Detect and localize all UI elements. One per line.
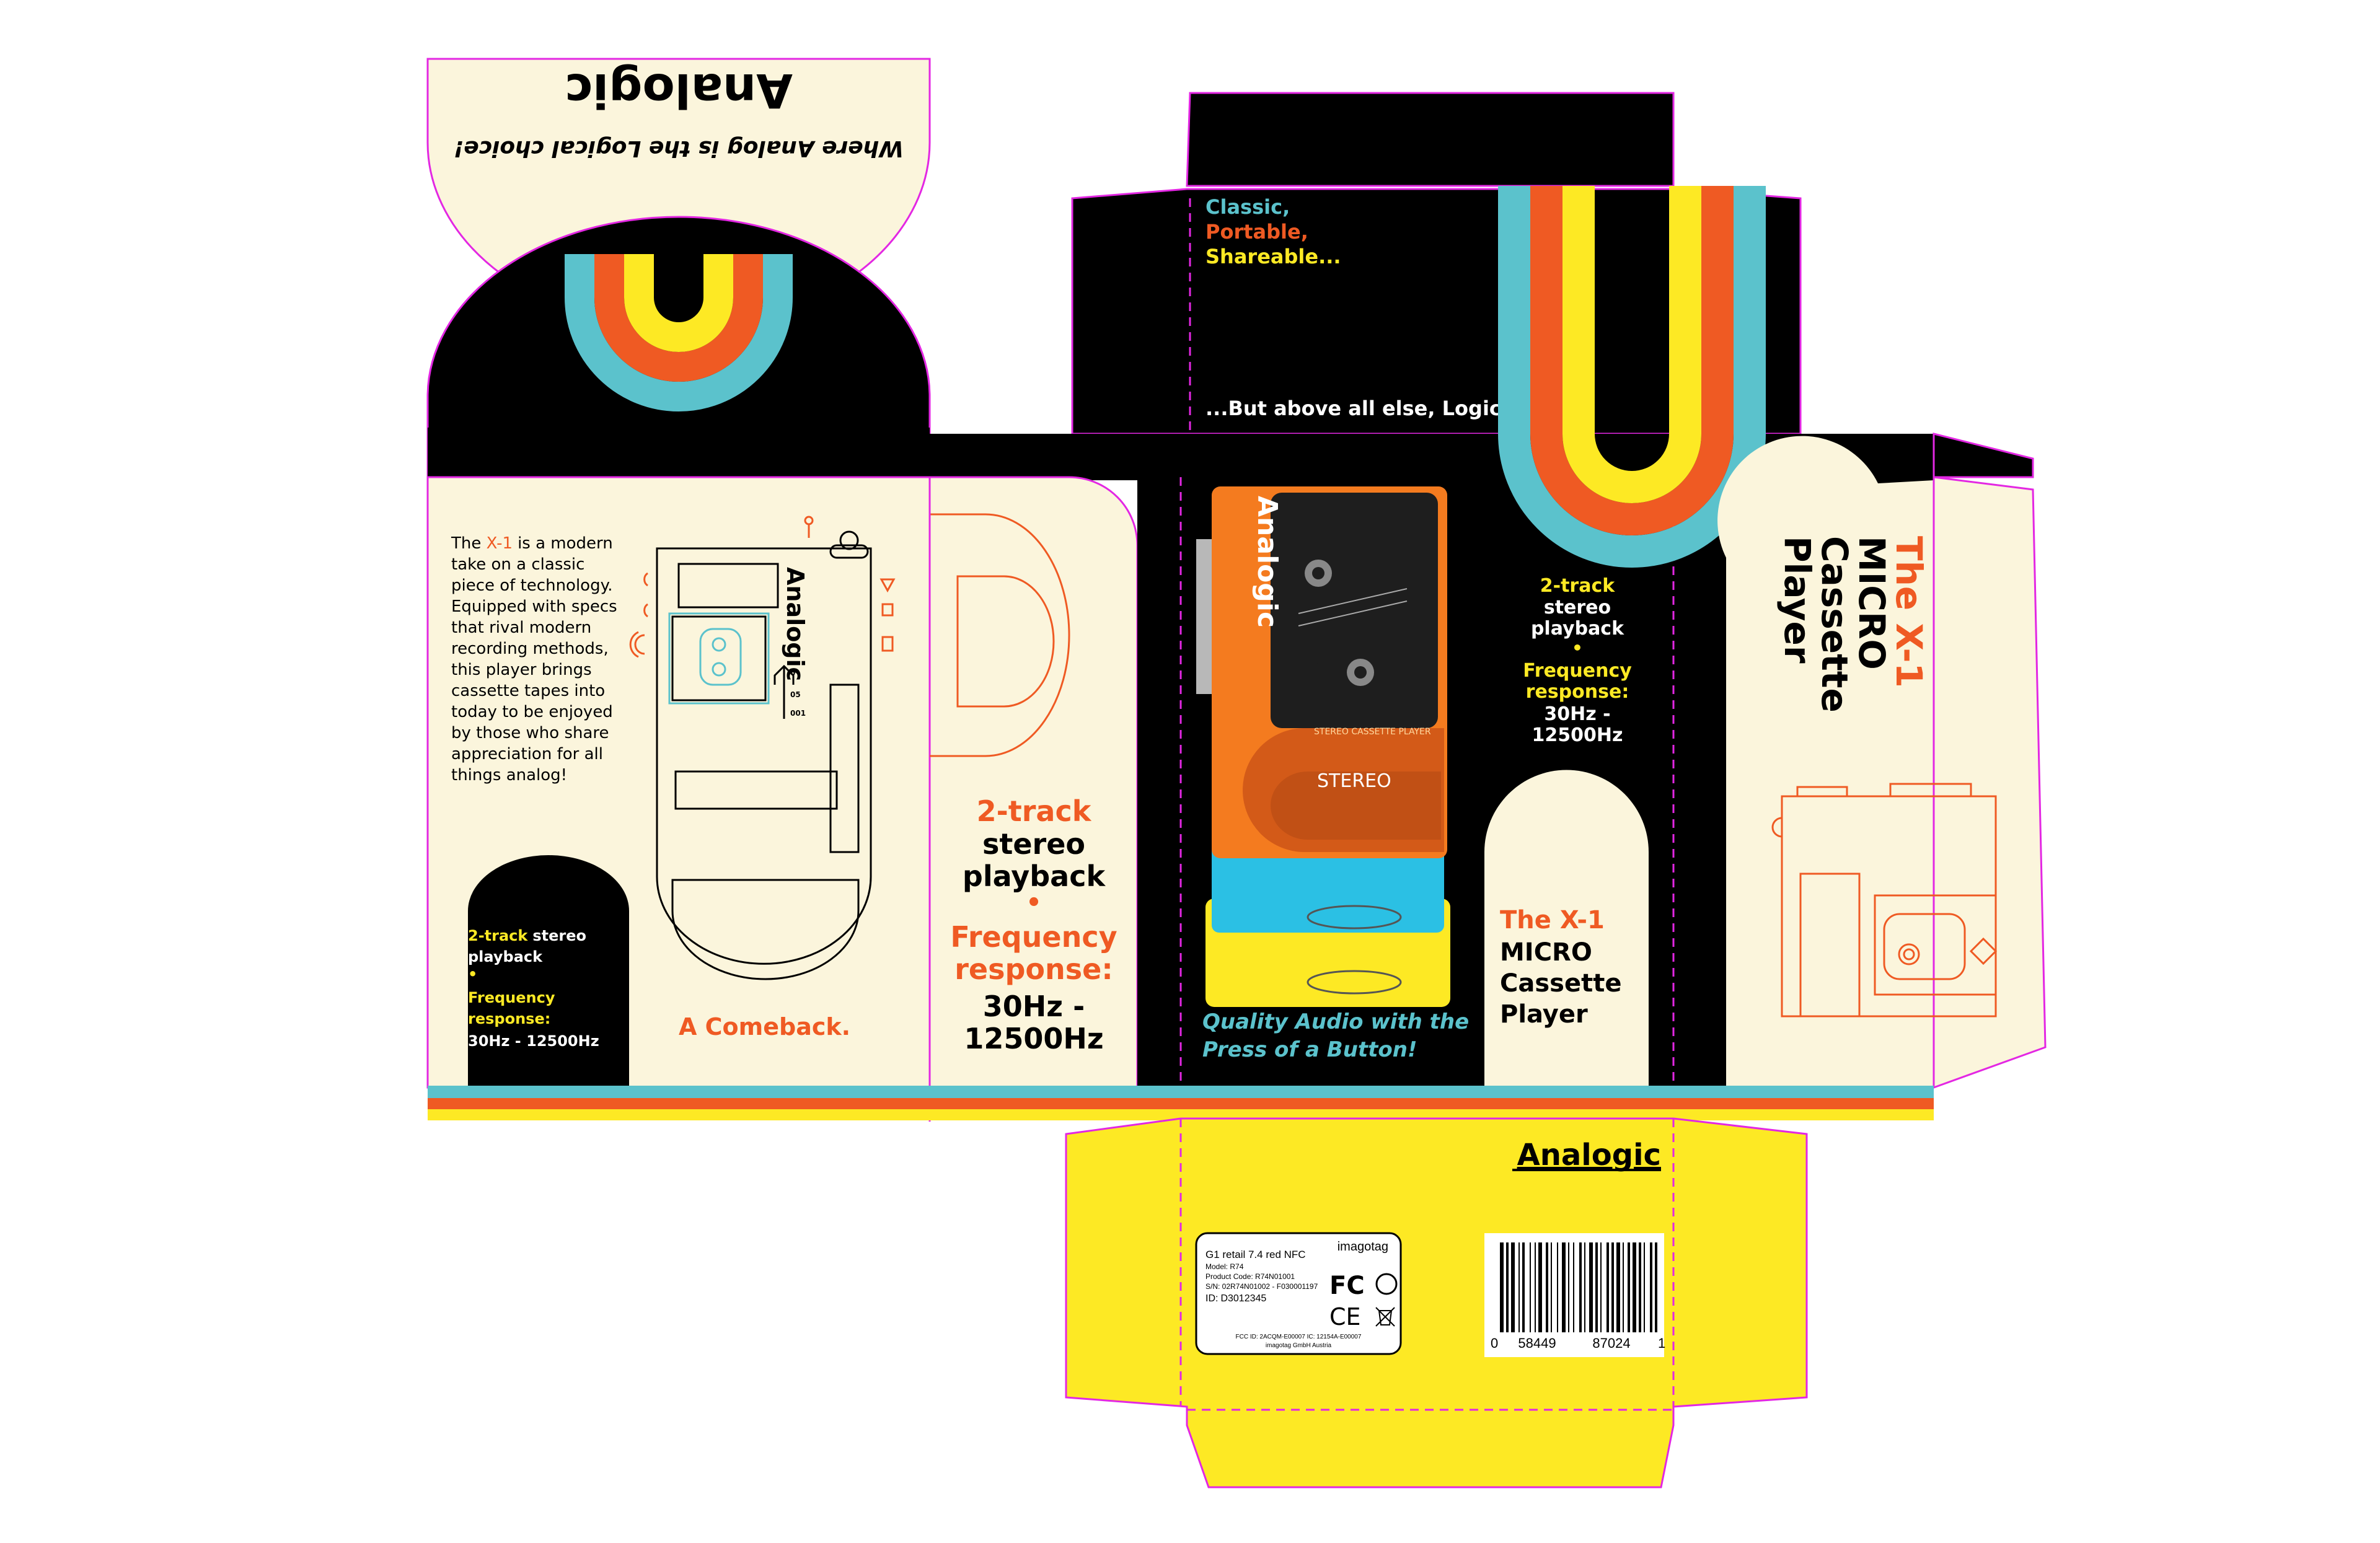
front-side-frequency: Frequency [1523,660,1632,682]
label-sn: S/N: 02R74N01002 - F030001197 [1205,1282,1318,1291]
product-small-text: STEREO CASSETTE PLAYER [1314,727,1431,737]
right-model: The X-1 [1888,536,1930,688]
front-side-playback: playback [1531,618,1624,640]
top-line-shareable: Shareable... [1205,245,1341,268]
back-intro-line-5: recording methods, [451,640,609,658]
back-badge-frequency: Frequency [468,989,555,1006]
side-bullet: • [1026,889,1042,917]
bottom-stripes [428,1086,1934,1120]
back-intro-line-11: things analog! [451,766,567,785]
back-intro-line-4: that rival modern [451,618,591,637]
fcc-mark: FC [1329,1272,1365,1300]
comeback-text: A Comeback. [679,1013,850,1040]
front-side-response: response: [1526,681,1629,703]
back-intro-line-3: Equipped with specs [451,597,617,616]
dome-rainbow-arch [565,254,793,411]
bottom-brand: Analogic [1517,1138,1661,1172]
weee-bin-icon [1375,1307,1395,1327]
label-id: ID:D3012345 [1205,1293,1266,1304]
product-photo: Analogic STEREO CASSETTE PLAYER STEREO [1196,486,1450,1007]
quality-line-2: Press of a Button! [1202,1037,1417,1062]
side-range-2: 12500Hz [964,1022,1103,1055]
back-badge-response: response: [468,1010,550,1027]
back-badge-playback: playback [468,948,543,965]
diagram-brand: Analogic [782,567,809,681]
side-stereo: stereo [982,827,1085,861]
right-line-diagram [1771,783,1998,1018]
front-side-track: 2-track [1540,575,1615,597]
back-intro-line-6: this player brings [451,661,592,679]
top-line-portable: Portable, [1205,220,1308,244]
front-arch-model: The X-1 [1500,906,1605,934]
front-arch-micro: MICRO [1500,938,1592,967]
barcode-group-1: 58449 [1518,1335,1556,1351]
product-label: G1 retail 7.4 red NFC imagotag Model: R7… [1195,1232,1402,1355]
quality-line-1: Quality Audio with the [1202,1009,1469,1034]
back-badge-range: 30Hz - 12500Hz [468,1032,599,1050]
label-product-code: Product Code: R74N01001 [1205,1272,1295,1281]
side-range-1: 30Hz - [983,990,1085,1023]
side-track: 2-track [977,794,1092,828]
device-line-diagram [629,516,896,980]
diagram-label-05: 05 [790,690,801,699]
side-frequency: Frequency [950,920,1117,954]
back-intro-line-9: by those who share [451,724,609,742]
right-panel: The X-1 MICRO Cassette Player [1717,436,2047,1089]
barcode-last-digit: 1 [1658,1335,1665,1351]
top-line-classic: Classic, [1205,195,1290,219]
back-intro-line-10: appreciation for all [451,745,603,763]
back-badge-bullet: • [468,965,477,983]
product-brand: Analogic [1251,496,1283,628]
flap-brand-upside-down: Analogic [565,63,793,118]
right-player: Player [1776,536,1818,664]
barcode-first-digit: 0 [1491,1335,1498,1351]
front-side-range-2: 12500Hz [1532,724,1623,746]
back-intro-line-1: take on a classic [451,555,584,574]
side-panel: 2-track stereo playback • Frequency resp… [928,476,1139,1122]
back-intro-line-7: cassette tapes into [451,682,605,700]
back-top-dome [426,216,931,478]
label-model: Model: R74 [1205,1262,1244,1271]
front-side-range-1: 30Hz - [1544,703,1610,725]
recycle-icon [1375,1273,1398,1295]
barcode: 0 58449 87024 1 [1484,1233,1665,1357]
label-line1: G1 retail 7.4 red NFC [1205,1249,1306,1260]
diagram-label-001: 001 [790,709,806,718]
back-intro-line-2: piece of technology. [451,576,613,595]
right-cassette: Cassette [1814,536,1856,713]
front-arch-cassette: Cassette [1500,969,1621,998]
back-intro-line-8: today to be enjoyed [451,703,613,721]
front-side-stereo: stereo [1544,597,1611,618]
side-response: response: [954,952,1113,986]
flap-slogan-upside-down: Where Analog is the Logical choice! [454,136,904,161]
barcode-bars [1500,1242,1657,1332]
top-tagline: ...But above all else, Logical! [1205,397,1530,420]
barcode-group-2: 87024 [1592,1335,1630,1351]
label-maker: imagotag [1338,1240,1388,1254]
product-stereo: STEREO [1317,770,1391,792]
right-micro: MICRO [1851,536,1893,670]
diagram-label-0: 0 [790,669,795,677]
front-arch-player: Player [1500,1000,1588,1029]
side-playback: playback [963,859,1106,893]
front-side-bullet: • [1572,638,1583,658]
label-company: imagotag GmbH Austria [1266,1342,1332,1349]
label-fcc-id: FCC ID: 2ACQM-E00007 IC: 12154A-E00007 [1236,1334,1362,1340]
bottom-panel: Analogic G1 retail 7.4 red NFC imagotag … [1065,1117,1808,1488]
ce-mark: CE [1329,1303,1361,1330]
